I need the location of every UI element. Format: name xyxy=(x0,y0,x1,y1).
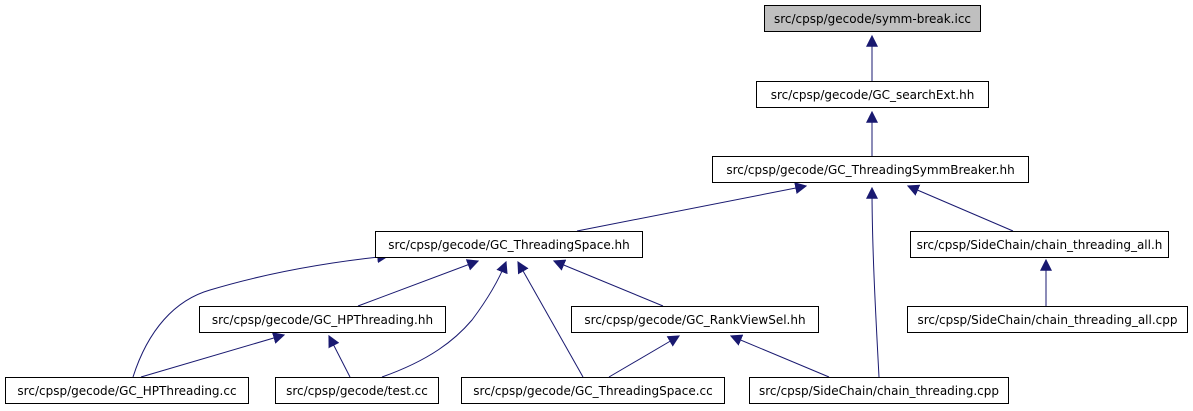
node-symm-break-icc: src/cpsp/gecode/symm-break.icc xyxy=(764,5,981,32)
edge-gc-threadingspace-cc-to-gc-rankviewsel-hh xyxy=(608,335,681,378)
node-label: src/cpsp/gecode/GC_ThreadingSpace.cc xyxy=(473,383,713,398)
edge-test-cc-to-gc-hpthreading-hh xyxy=(328,334,351,378)
edge-gc-threadingspace-cc-to-gc-threadingspace-hh xyxy=(517,260,584,378)
node-label: src/cpsp/gecode/GC_ThreadingSpace.hh xyxy=(388,237,630,252)
edge-chain-threading-all-h-to-gc-threadingsymmbreaker-hh xyxy=(906,184,1014,232)
node-label: src/cpsp/gecode/GC_HPThreading.cc xyxy=(17,383,237,398)
node-label: src/cpsp/SideChain/chain_threading.cpp xyxy=(759,383,999,398)
node-label: src/cpsp/SideChain/chain_threading_all.c… xyxy=(917,312,1178,327)
edge-gc-rankviewsel-hh-to-gc-threadingspace-hh xyxy=(552,259,664,307)
edge-test-cc-to-gc-threadingspace-hh xyxy=(381,260,508,378)
edge-gc-threadingspace-hh-to-gc-threadingsymmbreaker-hh xyxy=(576,182,808,232)
node-chain-threading-all-h[interactable]: src/cpsp/SideChain/chain_threading_all.h xyxy=(910,231,1169,258)
node-label: src/cpsp/gecode/test.cc xyxy=(286,383,428,398)
node-gc-threadingsymmbreaker-hh[interactable]: src/cpsp/gecode/GC_ThreadingSymmBreaker.… xyxy=(712,156,1029,183)
node-label: src/cpsp/SideChain/chain_threading_all.h xyxy=(916,237,1163,252)
node-gc-rankviewsel-hh[interactable]: src/cpsp/gecode/GC_RankViewSel.hh xyxy=(571,306,819,333)
edge-gc-hpthreading-cc-to-gc-hpthreading-hh xyxy=(140,332,286,378)
node-label: src/cpsp/gecode/symm-break.icc xyxy=(773,11,972,26)
node-gc-hpthreading-hh[interactable]: src/cpsp/gecode/GC_HPThreading.hh xyxy=(199,306,446,333)
edge-chain-threading-cpp-to-gc-threadingsymmbreaker-hh xyxy=(866,186,880,378)
node-label: src/cpsp/gecode/GC_searchExt.hh xyxy=(770,87,975,102)
edge-gc-hpthreading-cc-to-gc-threadingspace-hh xyxy=(132,251,390,378)
edge-gc-hpthreading-hh-to-gc-threadingspace-hh xyxy=(357,259,480,307)
node-gc-threadingspace-cc[interactable]: src/cpsp/gecode/GC_ThreadingSpace.cc xyxy=(461,377,725,404)
node-label: src/cpsp/gecode/GC_ThreadingSymmBreaker.… xyxy=(726,162,1015,177)
node-label: src/cpsp/gecode/GC_HPThreading.hh xyxy=(211,312,434,327)
node-chain-threading-all-cpp[interactable]: src/cpsp/SideChain/chain_threading_all.c… xyxy=(907,306,1188,333)
node-gc-threadingspace-hh[interactable]: src/cpsp/gecode/GC_ThreadingSpace.hh xyxy=(375,231,643,258)
node-gc-searchext-hh[interactable]: src/cpsp/gecode/GC_searchExt.hh xyxy=(756,81,989,108)
node-label: src/cpsp/gecode/GC_RankViewSel.hh xyxy=(584,312,806,327)
node-chain-threading-cpp[interactable]: src/cpsp/SideChain/chain_threading.cpp xyxy=(749,377,1009,404)
edge-chain-threading-cpp-to-gc-rankviewsel-hh xyxy=(729,334,830,378)
node-test-cc[interactable]: src/cpsp/gecode/test.cc xyxy=(275,377,439,404)
node-gc-hpthreading-cc[interactable]: src/cpsp/gecode/GC_HPThreading.cc xyxy=(5,377,249,404)
